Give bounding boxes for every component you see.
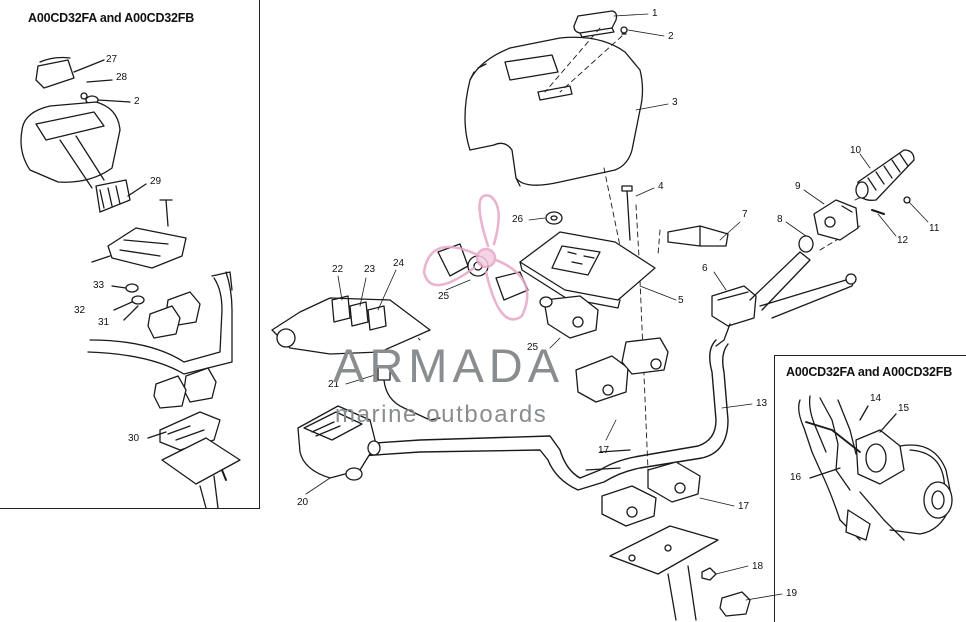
part-1-pad [573, 10, 618, 38]
callout-23: 23 [364, 264, 376, 275]
callout-7: 7 [742, 209, 748, 220]
callout-29: 29 [150, 176, 162, 187]
leader-lines [305, 13, 929, 601]
callout-18: 18 [752, 561, 764, 572]
callout-10: 10 [850, 145, 862, 156]
callout-19: 19 [786, 588, 798, 599]
lower-bracket-plate [609, 525, 719, 621]
part-17-lower-clamp [601, 461, 701, 527]
callout-3: 3 [672, 97, 678, 108]
callout-2: 2 [668, 31, 674, 42]
part-6-brake-lever [711, 251, 857, 347]
part-20-throttle-housing [297, 405, 381, 481]
callout-27: 27 [106, 54, 118, 65]
part-17-upper-clamp [575, 337, 669, 403]
inset-right-drawing [798, 395, 953, 541]
watermark-tagline: marine outboards [335, 401, 548, 428]
callout-5: 5 [678, 295, 684, 306]
callout-30: 30 [128, 433, 140, 444]
part-2-screw [620, 26, 628, 35]
part-12-screw [871, 209, 885, 215]
part-26-washer [545, 211, 563, 225]
callout-14: 14 [870, 393, 882, 404]
callout-6: 6 [702, 263, 708, 274]
part-3-cover [464, 36, 644, 187]
inset-right-title: A00CD32FA and A00CD32FB [786, 365, 953, 379]
part-10-grip [855, 149, 915, 201]
callout-25-right: 25 [527, 342, 539, 353]
part-7-pin [667, 225, 729, 247]
part-25-bracket [437, 243, 529, 301]
callout-4: 4 [658, 181, 664, 192]
part-4-bolt [621, 185, 633, 241]
callout-12: 12 [897, 235, 909, 246]
part-9-switch-housing [813, 199, 859, 241]
callout-8: 8 [777, 214, 783, 225]
callout-22: 22 [332, 264, 344, 275]
callout-21: 21 [328, 379, 340, 390]
callout-13: 13 [756, 398, 768, 409]
callout-31: 31 [98, 317, 110, 328]
callout-11: 11 [929, 223, 940, 234]
callout-33: 33 [93, 280, 105, 291]
callout-9: 9 [795, 181, 801, 192]
part-19-cap [719, 591, 751, 617]
callout-17-upper: 17 [598, 445, 610, 456]
part-11-screw [903, 196, 911, 204]
part-25-cam [539, 295, 599, 339]
callout-32: 32 [74, 305, 86, 316]
part-13-handlebar [359, 339, 729, 491]
callout-26: 26 [512, 214, 524, 225]
callout-1: 1 [652, 8, 658, 19]
inset-variant-a00cd32fa-fb-right: A00CD32FA and A00CD32FB [774, 355, 966, 622]
callout-20: 20 [297, 497, 309, 508]
callout-25-left: 25 [438, 291, 450, 302]
part-21-wire-connector [377, 365, 441, 421]
callout-15: 15 [898, 403, 910, 414]
callout-17-lower: 17 [738, 501, 750, 512]
inset-variant-a00cd32fa-fb-left: A00CD32FA and A00CD32FB [0, 0, 260, 509]
watermark-brand-name: ARMADA [333, 339, 565, 392]
inset-left-drawing [20, 56, 241, 509]
callout-16: 16 [790, 472, 802, 483]
callout-28: 28 [116, 72, 128, 83]
callout-24: 24 [393, 258, 405, 269]
part-18-nut [701, 567, 717, 581]
inset-left-title: A00CD32FA and A00CD32FB [28, 11, 195, 25]
callout-2-inset: 2 [134, 96, 140, 107]
